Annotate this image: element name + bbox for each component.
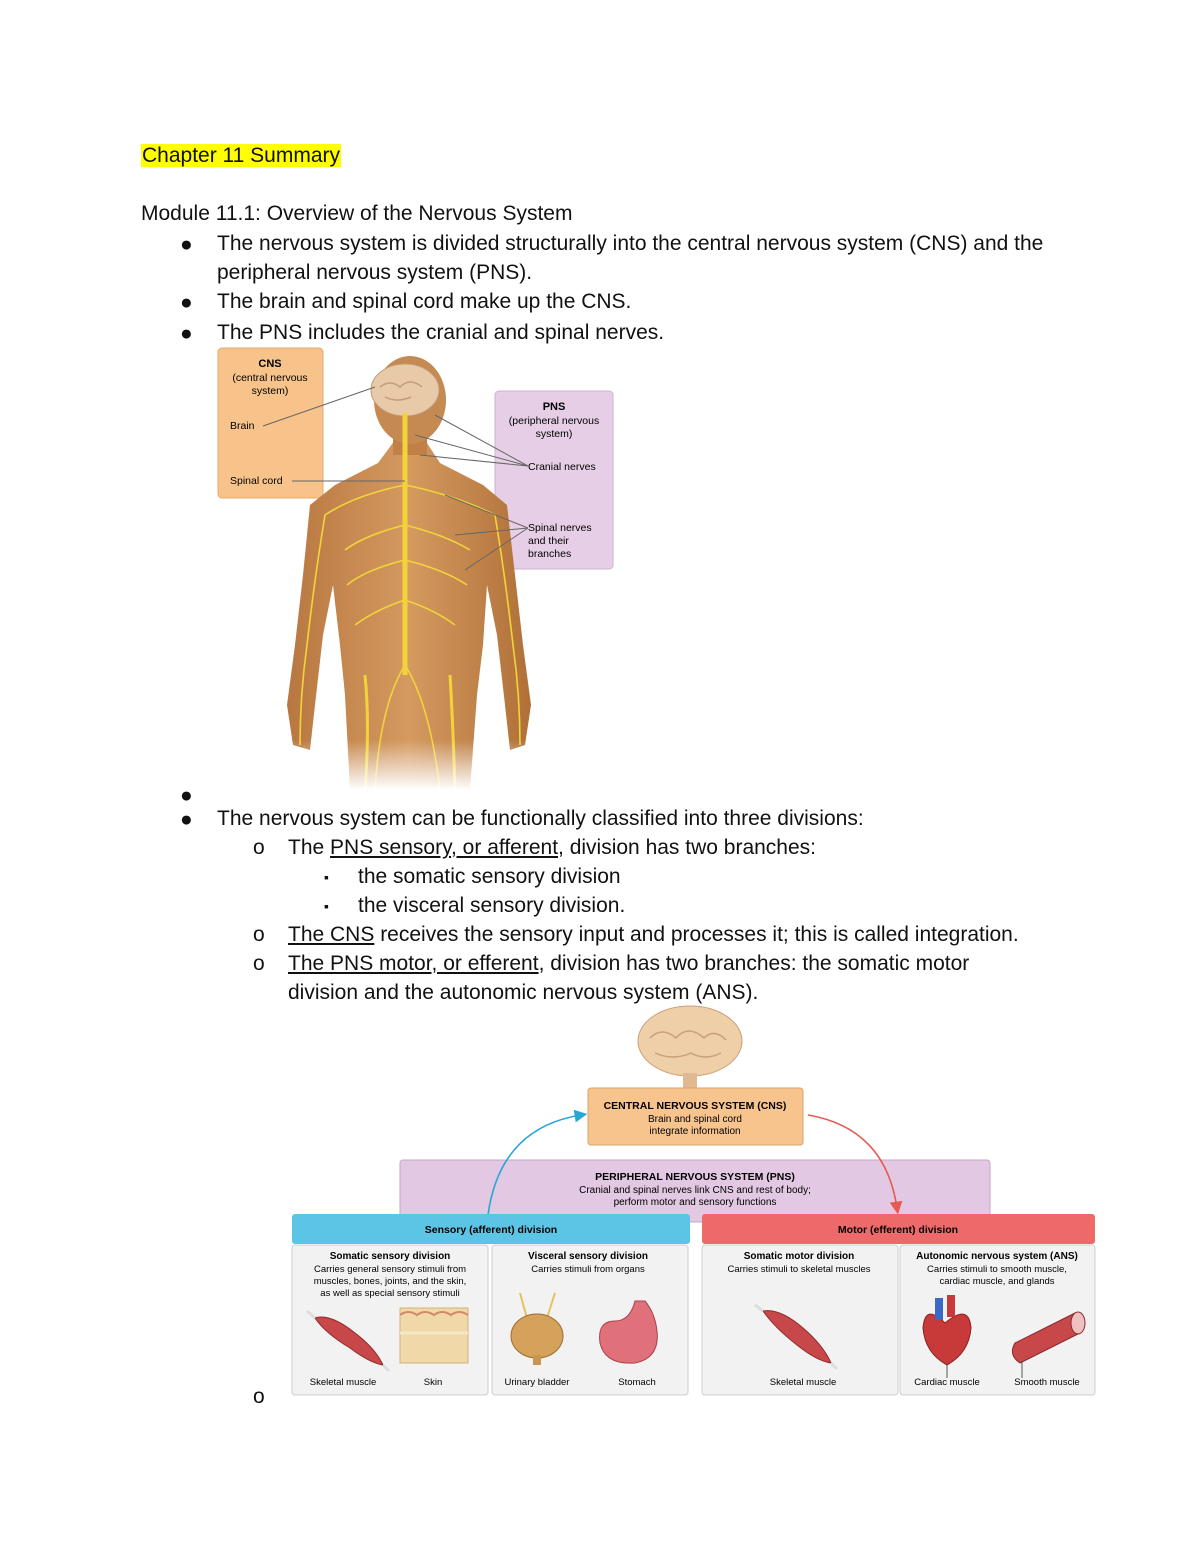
human-body-illustration [215,356,620,790]
caption-stomach: Stomach [618,1377,656,1388]
skeletal-muscle-icon [754,1303,839,1371]
somatic-sensory-item: the somatic sensory division [358,865,621,888]
square-marker: ▪ [324,898,329,914]
visceral-sensory-item: the visceral sensory division. [358,894,626,917]
cns-block-desc: Brain and spinal cord [648,1114,742,1125]
caption-skin: Skin [424,1377,442,1388]
spinal-cord-label: Spinal cord [230,475,283,487]
brain-label: Brain [230,420,255,432]
caption-skeletal-muscle: Skeletal muscle [310,1377,377,1388]
urinary-bladder-icon [510,1292,564,1365]
brain-icon [370,363,440,417]
somatic-motor-panel [701,1244,899,1396]
circle-marker: o [253,836,265,859]
chapter-title: Chapter 11 Summary [141,144,342,167]
motor-division-item: The PNS motor, or efferent, division has… [288,952,970,975]
pns-block-title: PERIPHERAL NERVOUS SYSTEM (PNS) [595,1171,795,1183]
module-heading: Module 11.1: Overview of the Nervous Sys… [141,202,573,225]
cns-box-subtitle: system) [252,385,289,397]
caption-smooth-muscle: Smooth muscle [1014,1377,1079,1388]
circle-marker: o [253,923,265,946]
nervous-system-divisions-diagram: PERIPHERAL NERVOUS SYSTEM (PNS) Cranial … [291,1005,1096,1396]
square-marker: ▪ [324,869,329,885]
bullet-cns: The brain and spinal cord make up the CN… [217,290,632,313]
functional-intro: The nervous system can be functionally c… [217,807,864,830]
visceral-sensory-desc: Carries stimuli from organs [531,1264,645,1275]
bullet-marker: ● [180,291,193,314]
somatic-sensory-desc: as well as special sensory stimuli [320,1288,459,1299]
afferent-arrow [487,1109,588,1216]
sensory-division-header [292,1214,690,1244]
motor-division-header [702,1214,1095,1244]
skin-icon [399,1307,469,1364]
pns-label-box [494,390,614,570]
visceral-sensory-title: Visceral sensory division [528,1251,648,1262]
heart-icon [922,1295,972,1378]
motor-division-title: Motor (efferent) division [838,1224,958,1236]
bullet-marker: ● [180,322,193,345]
pns-box-subtitle: system) [536,428,573,440]
pns-block [399,1159,991,1223]
cns-block-desc: integrate information [649,1126,740,1137]
spinal-nerves-label: branches [528,548,571,560]
bullet-pns: The PNS includes the cranial and spinal … [217,321,665,344]
somatic-sensory-title: Somatic sensory division [330,1251,451,1262]
bullet-marker: ● [180,784,193,807]
sensory-division-item: The PNS sensory, or afferent, division h… [288,836,816,859]
smooth-muscle-icon [1011,1311,1086,1378]
stomach-icon [599,1300,658,1364]
bullet-marker: ● [180,808,193,831]
cranial-nerves-label: Cranial nerves [528,461,596,473]
cns-integration-item: The CNS receives the sensory input and p… [288,923,1019,946]
caption-urinary-bladder: Urinary bladder [505,1377,570,1388]
caption-cardiac-muscle: Cardiac muscle [914,1377,979,1388]
cns-box-subtitle: (central nervous [232,372,307,384]
somatic-sensory-desc: Carries general sensory stimuli from [314,1264,466,1275]
skeletal-muscle-icon [306,1309,391,1373]
bullet-structural-1: The nervous system is divided structural… [217,232,1044,255]
circle-marker: o [253,952,265,975]
nervous-system-figure: CNS (central nervous system) Brain Spina… [215,347,620,790]
somatic-motor-title: Somatic motor division [744,1251,855,1262]
somatic-motor-desc: Carries stimuli to skeletal muscles [727,1264,870,1275]
caption-skeletal-muscle-motor: Skeletal muscle [770,1377,837,1388]
cns-block-title: CENTRAL NERVOUS SYSTEM (CNS) [604,1100,787,1112]
sensory-division-title: Sensory (afferent) division [425,1224,557,1236]
spinal-nerves-label: Spinal nerves [528,522,592,534]
spinal-nerves-label: and their [528,535,569,547]
brain-icon [637,1005,743,1091]
pns-block-desc: Cranial and spinal nerves link CNS and r… [579,1185,811,1196]
circle-marker: o [253,1385,265,1408]
bullet-structural-2: peripheral nervous system (PNS). [217,261,533,284]
somatic-sensory-desc: muscles, bones, joints, and the skin, [314,1276,467,1287]
cns-box-title: CNS [258,358,281,370]
motor-division-item-line2: division and the autonomic nervous syste… [288,981,759,1004]
ans-title: Autonomic nervous system (ANS) [916,1251,1078,1262]
efferent-arrow [807,1114,903,1215]
cns-block [587,1087,804,1146]
pns-block-desc: perform motor and sensory functions [614,1197,777,1208]
pns-box-title: PNS [543,401,566,413]
ans-desc: Carries stimuli to smooth muscle, [927,1264,1067,1275]
pns-box-subtitle: (peripheral nervous [509,415,599,427]
ans-desc: cardiac muscle, and glands [939,1276,1054,1287]
bullet-marker: ● [180,233,193,256]
